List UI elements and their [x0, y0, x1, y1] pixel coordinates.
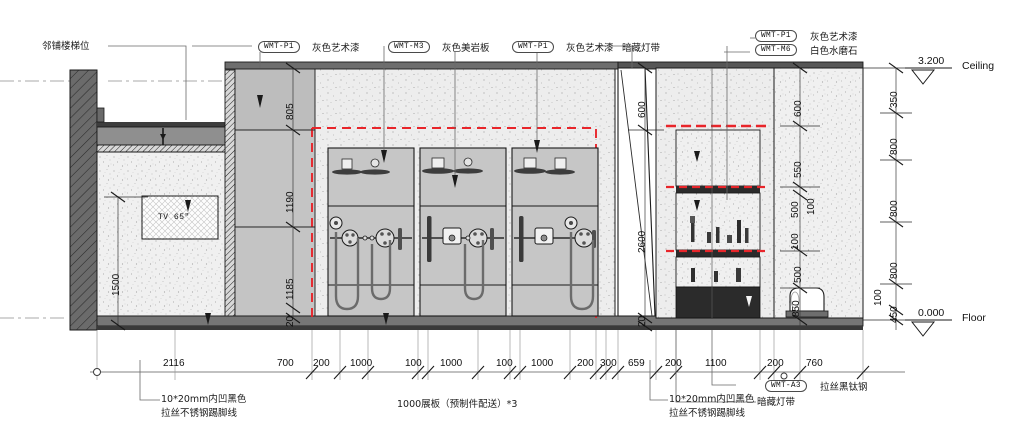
- material-text-wmt-p1-c: 灰色艺术漆: [810, 32, 858, 43]
- material-text-wmt-m3: 灰色美岩板: [442, 43, 490, 54]
- dimension-800-c: 800: [889, 262, 900, 279]
- bottom-dim-760: 760: [806, 358, 823, 369]
- dimension-500-upper: 500: [790, 201, 801, 218]
- right-display-cabinet: [655, 67, 775, 319]
- ceiling-level-value: 3.200: [918, 55, 945, 67]
- dimension-805: 805: [285, 103, 296, 120]
- dimension-1190: 1190: [285, 191, 296, 213]
- bottom-annotation-skirting-left-line1: 10*20mm内凹黑色: [161, 394, 247, 405]
- tv-height-dimension: [104, 191, 148, 331]
- material-code-wmt-m6: WMT-M6: [755, 44, 797, 56]
- reference-axis-lines: [0, 80, 232, 319]
- bottom-annotation-skirting-left-line2: 拉丝不锈钢踢脚线: [161, 408, 238, 419]
- right-outer-dimension-chain: [863, 62, 912, 330]
- right-inner-dimension-chain: [780, 62, 820, 330]
- left-dimension-chain: [236, 62, 315, 324]
- material-text-wmt-a3: 拉丝黑钛钢: [820, 382, 868, 393]
- shower-display-bay-2: [419, 147, 507, 317]
- dimension-600-right: 600: [793, 100, 804, 117]
- bottom-dim-1000-c: 1000: [531, 358, 554, 369]
- bottom-leader-lines: [139, 330, 756, 403]
- top-leader-lines: [108, 37, 755, 200]
- bottom-dim-200-c: 200: [665, 358, 682, 369]
- annotation-stair-position: 邻铺楼梯位: [42, 41, 90, 52]
- dimension-1185: 1185: [285, 278, 296, 300]
- bottom-dimension-chain: [90, 330, 905, 380]
- bottom-dim-1000-a: 1000: [350, 358, 373, 369]
- material-text-wmt-p1-a: 灰色艺术漆: [312, 43, 360, 54]
- material-code-wmt-p1-c: WMT-P1: [755, 30, 797, 42]
- material-arrow-heads: [185, 95, 540, 325]
- shower-display-bay-3: [511, 147, 599, 317]
- dimension-100-upper: 100: [806, 198, 817, 215]
- dimension-600-mid: 600: [637, 101, 648, 118]
- bottom-annotation-display-panel: 1000展板（预制件配送）*3: [397, 399, 518, 410]
- dimension-350: 350: [889, 91, 900, 108]
- material-code-wmt-m3: WMT-M3: [388, 41, 430, 53]
- dimension-500-lower: 500: [793, 266, 804, 283]
- bottom-dim-1000-b: 1000: [440, 358, 463, 369]
- dimension-800-a: 800: [889, 138, 900, 155]
- dimension-450: 450: [889, 306, 900, 323]
- bottom-dim-200-a: 200: [313, 358, 330, 369]
- bottom-dim-100-b: 100: [496, 358, 513, 369]
- dimension-2600: 2600: [637, 230, 648, 253]
- floor-level-value: 0.000: [918, 307, 945, 319]
- dimension-850: 850: [791, 300, 802, 317]
- dimension-550: 550: [793, 161, 804, 178]
- dimension-1500: 1500: [111, 273, 122, 296]
- bottom-annotation-skirting-right-line2: 拉丝不锈钢踢脚线: [669, 408, 746, 419]
- bottom-dim-200-b: 200: [577, 358, 594, 369]
- right-wall-and-fixture: [773, 67, 864, 319]
- bottom-annotation-skirting-right-line1: 10*20mm内凹黑色: [669, 394, 755, 405]
- material-code-wmt-p1-a: WMT-P1: [258, 41, 300, 53]
- bottom-dim-700: 700: [277, 358, 294, 369]
- level-markers: [905, 67, 952, 337]
- material-text-wmt-p1-b: 灰色艺术漆: [566, 43, 614, 54]
- floor-level-label: Floor: [962, 312, 986, 324]
- dimension-20-mid: 20: [637, 315, 648, 327]
- tv-panel: [141, 195, 219, 240]
- dimension-100-outer: 100: [873, 289, 884, 306]
- dimension-100-lower: 100: [790, 233, 801, 250]
- dimension-800-b: 800: [889, 200, 900, 217]
- bottom-dim-200-d: 200: [767, 358, 784, 369]
- ceiling-level-label: Ceiling: [962, 60, 995, 72]
- bottom-dim-1100: 1100: [705, 358, 727, 369]
- mid-dimension-chain: [628, 62, 664, 332]
- bottom-dim-659: 659: [628, 358, 645, 369]
- bottom-dim-2116: 2116: [163, 358, 185, 369]
- dimension-20-left: 20: [285, 315, 296, 327]
- annotation-hidden-light-top: 暗藏灯带: [622, 43, 661, 54]
- tv-size-label: TV 65": [158, 213, 190, 222]
- material-code-wmt-a3: WMT-A3: [765, 380, 807, 392]
- shower-display-bay-1: [327, 147, 415, 317]
- left-soffit-assembly: [96, 107, 229, 153]
- bottom-annotation-hidden-light: 暗藏灯带: [757, 397, 796, 408]
- bottom-dim-300: 300: [600, 358, 617, 369]
- bottom-dim-100-a: 100: [405, 358, 422, 369]
- material-code-wmt-p1-b: WMT-P1: [512, 41, 554, 53]
- material-text-wmt-m6: 白色水磨石: [810, 46, 858, 57]
- neighbour-stair-wall: [69, 69, 98, 331]
